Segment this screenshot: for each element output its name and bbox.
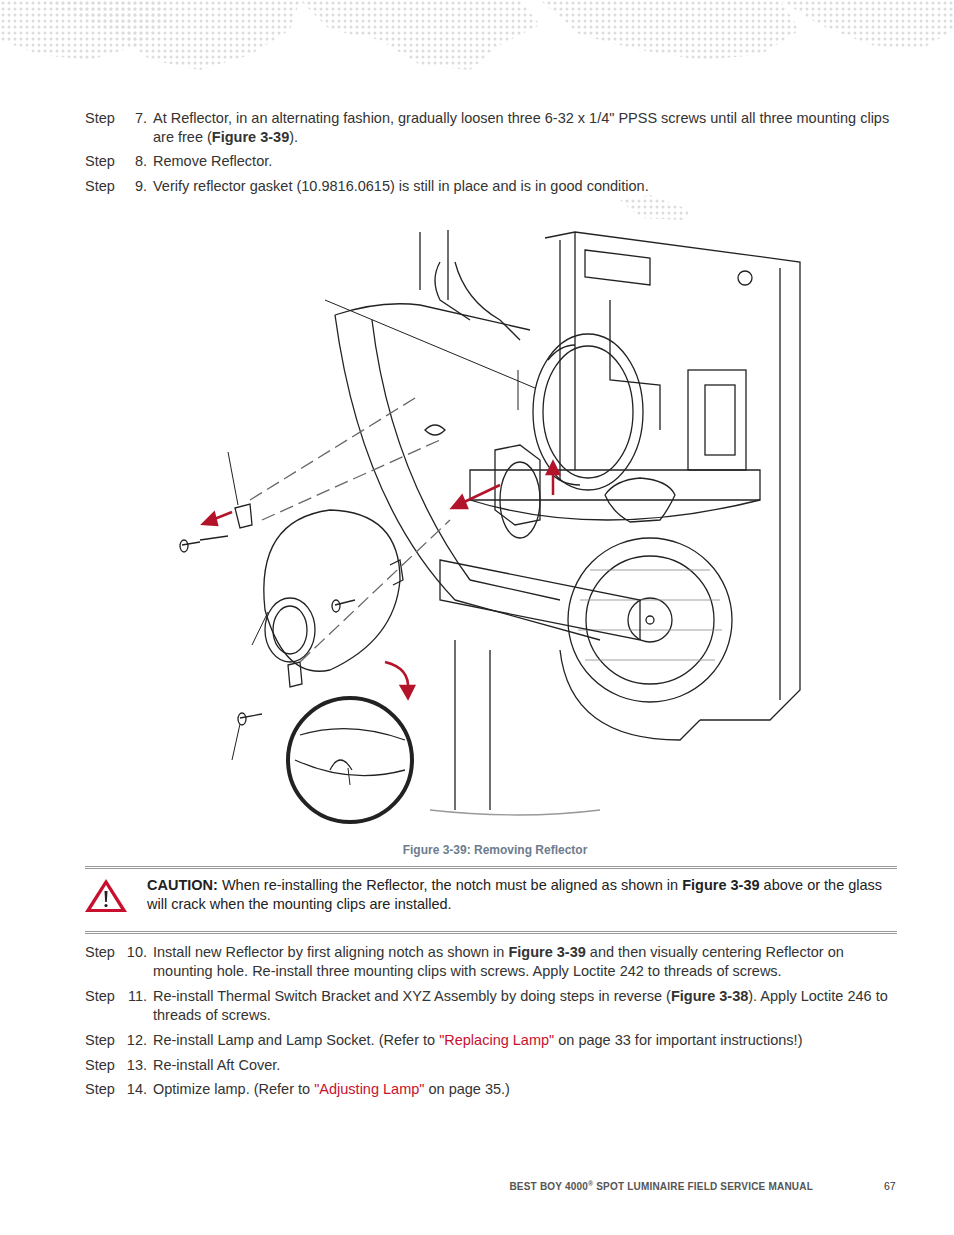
step-text: Re-install Thermal Switch Bracket and XY… (153, 987, 895, 1025)
manual-title: SPOT LUMINAIRE FIELD SERVICE MANUAL (596, 1181, 813, 1192)
step-text: Optimize lamp. (Refer to"Adjusting Lamp"… (153, 1080, 895, 1099)
instruction-text: Verify reflector gasket (10.9816.0615) i… (153, 178, 649, 194)
caution-text: CAUTION:When re-installing the Reflector… (147, 876, 895, 914)
step-paragraph: Step8. Remove Reflector. (85, 152, 897, 171)
step-word: Step (85, 1031, 115, 1050)
step-number: 11. (115, 987, 147, 1006)
step-text: At Reflector, in an alternating fashion,… (153, 109, 895, 147)
step-word: Step (85, 177, 115, 196)
caution-body: When re-installing the Reflector, the no… (222, 877, 678, 893)
instruction-text: Figure 3-39 (212, 129, 289, 145)
step-number: 8. (115, 152, 147, 171)
instruction-text: on page 35.) (428, 1081, 509, 1097)
instruction-text: Re-install Thermal Switch Bracket and XY… (153, 988, 671, 1004)
step-paragraph: Step7. At Reflector, in an alternating fa… (85, 109, 897, 147)
caution-box: CAUTION:When re-installing the Reflector… (85, 866, 897, 934)
cross-reference-link: "Adjusting Lamp" (314, 1081, 424, 1097)
step-number: 12. (115, 1031, 147, 1050)
page-number: 67 (884, 1180, 896, 1192)
product-name: BEST BOY 4000 (509, 1181, 588, 1192)
caution-icon (85, 879, 127, 912)
instruction-text: Figure 3-39 (508, 944, 585, 960)
step-word: Step (85, 1056, 115, 1075)
step-word: Step (85, 943, 115, 962)
figure-caption: Figure 3-39: Removing Reflector (380, 843, 610, 857)
running-footer: BEST BOY 4000®SPOT LUMINAIRE FIELD SERVI… (509, 1180, 813, 1192)
instruction-text: Re-install Aft Cover. (153, 1057, 280, 1073)
step-number: 10. (115, 943, 147, 962)
reflector-illustration (180, 230, 800, 822)
caution-heading: CAUTION: (147, 877, 218, 893)
caution-body: Figure 3-39 (682, 877, 759, 893)
step-word: Step (85, 109, 115, 128)
step-paragraph: Step13. Re-install Aft Cover. (85, 1056, 897, 1075)
step-word: Step (85, 152, 115, 171)
step-text: Verify reflector gasket (10.9816.0615) i… (153, 177, 895, 196)
step-text: Install new Reflector by first aligning … (153, 943, 895, 981)
step-paragraph: Step12. Re-install Lamp and Lamp Socket. … (85, 1031, 897, 1050)
instruction-text: Optimize lamp. (Refer to (153, 1081, 310, 1097)
step-text: Re-install Aft Cover. (153, 1056, 895, 1075)
motion-arrows (203, 462, 559, 698)
step-paragraph: Step14. Optimize lamp. (Refer to"Adjustin… (85, 1080, 897, 1099)
instruction-text: on page 33 for important instructions!) (558, 1032, 802, 1048)
step-number: 13. (115, 1056, 147, 1075)
instruction-text: Install new Reflector by first aligning … (153, 944, 504, 960)
step-text: Re-install Lamp and Lamp Socket. (Refer … (153, 1031, 895, 1050)
instruction-text: Re-install Lamp and Lamp Socket. (Refer … (153, 1032, 435, 1048)
instruction-text: ). (289, 129, 298, 145)
step-paragraph: Step9. Verify reflector gasket (10.9816.0… (85, 177, 897, 196)
registered-mark: ® (588, 1180, 593, 1187)
step-word: Step (85, 987, 115, 1006)
step-word: Step (85, 1080, 115, 1099)
step-number: 7. (115, 109, 147, 128)
instruction-text: Remove Reflector. (153, 153, 272, 169)
cross-reference-link: "Replacing Lamp" (439, 1032, 554, 1048)
instruction-text: Figure 3-38 (671, 988, 748, 1004)
step-paragraph: Step10. Install new Reflector by first al… (85, 943, 897, 981)
step-text: Remove Reflector. (153, 152, 895, 171)
step-number: 14. (115, 1080, 147, 1099)
step-paragraph: Step11. Re-install Thermal Switch Bracket… (85, 987, 897, 1025)
step-number: 9. (115, 177, 147, 196)
world-map-header (0, 0, 954, 220)
